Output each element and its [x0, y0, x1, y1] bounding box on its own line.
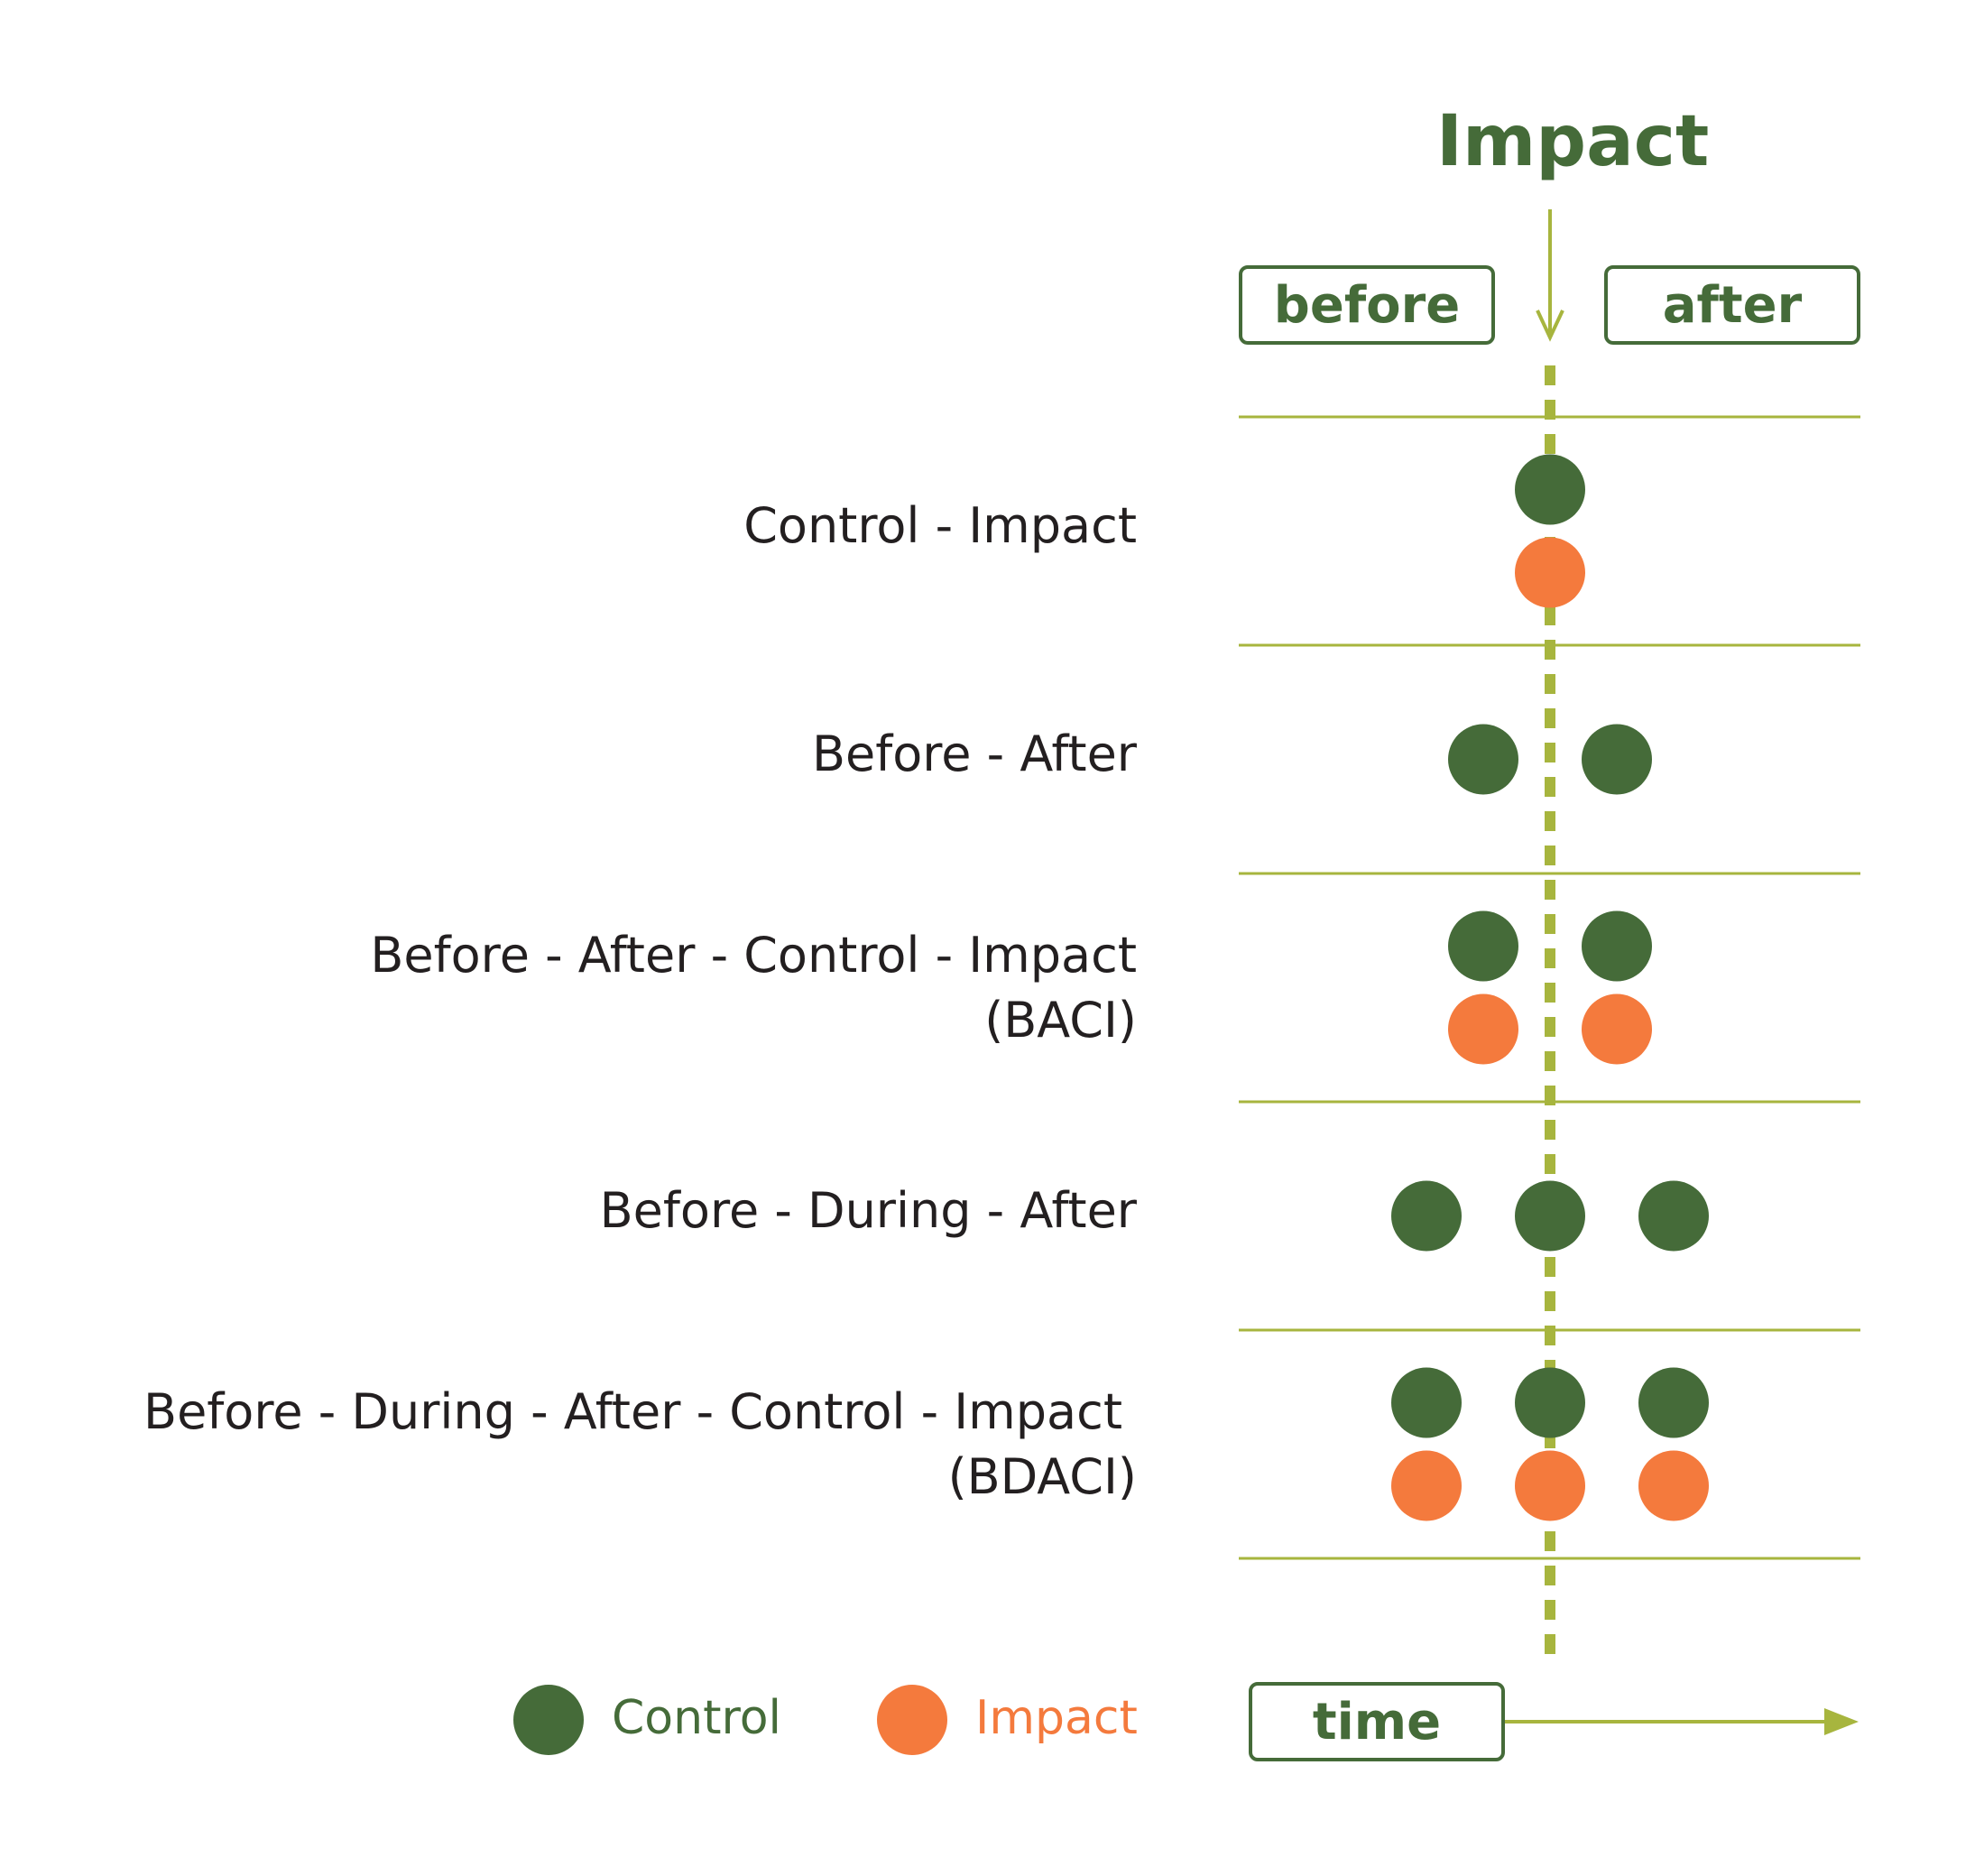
- legend-impact-dot: [877, 1685, 947, 1755]
- control-dot-before: [1448, 724, 1518, 795]
- before-box: before: [1239, 265, 1495, 345]
- row-separators: [1239, 415, 1860, 1560]
- control-dot-after: [1638, 1367, 1709, 1438]
- legend-impact-label: Impact: [975, 1691, 1138, 1745]
- design-label-line1: Before - During - After: [599, 1182, 1137, 1239]
- impact-dot-after: [1638, 1450, 1709, 1521]
- design-label-bda: Before - During - After: [600, 1178, 1137, 1243]
- control-dot-during: [1515, 454, 1585, 525]
- design-label-line1: Control - Impact: [743, 497, 1137, 554]
- impact-dot-after: [1582, 993, 1652, 1065]
- design-dots: [1391, 454, 1709, 1521]
- control-dot-before: [1391, 1367, 1462, 1438]
- after-box: after: [1604, 265, 1860, 345]
- design-label-line1: Before - After: [811, 725, 1137, 782]
- impact-dot-before: [1391, 1450, 1462, 1521]
- impact-dot-before: [1448, 993, 1518, 1065]
- control-dot-before: [1448, 910, 1518, 982]
- impact-title: Impact: [1436, 101, 1710, 182]
- time-axis-arrow-head: [1824, 1708, 1859, 1735]
- control-dot-after: [1638, 1180, 1709, 1252]
- control-dot-after: [1582, 910, 1652, 982]
- control-dot-during: [1515, 1180, 1585, 1252]
- legend-control-label: Control: [612, 1691, 781, 1745]
- design-label-line1: Before - During - After - Control - Impa…: [143, 1383, 1122, 1440]
- control-dot-during: [1515, 1367, 1585, 1438]
- design-label-line2: (BDACI): [947, 1448, 1137, 1505]
- design-label-ba: Before - After: [812, 722, 1137, 787]
- impact-dot-during: [1515, 1450, 1585, 1521]
- design-label-line1: Before - After - Control - Impact: [370, 927, 1137, 984]
- time-box: time: [1249, 1682, 1505, 1761]
- impact-dot-during: [1515, 537, 1585, 608]
- impact-arrow-head: [1536, 310, 1564, 342]
- design-label-line2: (BACI): [984, 992, 1137, 1049]
- design-label-bdaci: Before - During - After - Control - Impa…: [143, 1380, 1137, 1510]
- design-label-ci: Control - Impact: [743, 494, 1137, 559]
- legend-control-dot: [513, 1685, 584, 1755]
- design-label-baci: Before - After - Control - Impact (BACI): [370, 923, 1137, 1053]
- control-dot-before: [1391, 1180, 1462, 1252]
- control-dot-after: [1582, 724, 1652, 795]
